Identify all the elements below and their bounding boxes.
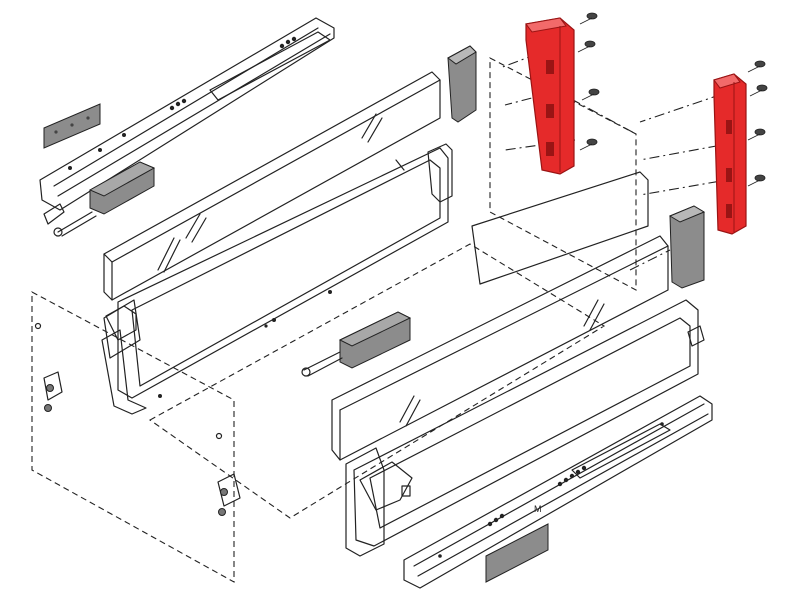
- screw-icon: [747, 128, 766, 141]
- right-drawer-runner: M: [403, 395, 713, 589]
- screw-icon: [747, 60, 766, 73]
- screws: [577, 12, 768, 187]
- right-glass-side-panel: [331, 171, 669, 461]
- back-panel-outline: [489, 57, 637, 291]
- screw-icon: [747, 174, 766, 187]
- left-drawer-runner: [39, 17, 335, 237]
- screw-icon: [749, 84, 768, 97]
- screw-icon: [579, 138, 598, 151]
- left-drawer-side-profile: [101, 143, 453, 415]
- left-glass-side-panel: [103, 71, 441, 301]
- screw-icon: [581, 88, 600, 101]
- cover-cap-left: [43, 103, 101, 149]
- right-drawer-side-profile: [345, 299, 705, 557]
- screw-icon: [577, 40, 596, 53]
- left-front-fixing-bracket: [43, 305, 137, 412]
- cover-plate-bottom: [485, 523, 549, 583]
- bottom-panel-outline: [148, 243, 606, 519]
- middle-damper: [301, 311, 412, 377]
- left-rear-bracket: [525, 17, 575, 175]
- right-rear-bracket: [713, 73, 747, 235]
- screw-icon: [579, 12, 598, 25]
- marking-glyph: M: [534, 504, 542, 514]
- cover-cap-right: [447, 45, 706, 289]
- front-panel-outline: [31, 291, 235, 583]
- right-front-fixing-bracket: [217, 473, 241, 516]
